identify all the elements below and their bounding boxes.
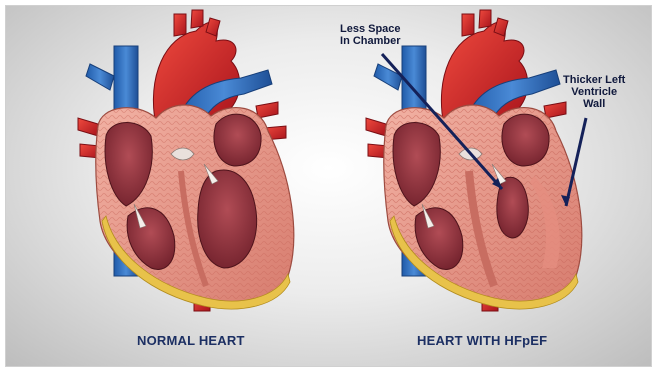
hearts-illustration <box>6 6 651 366</box>
right-left-atrium <box>502 114 549 166</box>
illustration-panel: Less Space In Chamber Thicker Left Ventr… <box>6 6 651 366</box>
chamber-annotation: Less Space In Chamber <box>340 23 401 47</box>
hfpef-heart-caption: HEART WITH HFpEF <box>417 333 547 348</box>
wall-annotation: Thicker Left Ventricle Wall <box>563 74 625 110</box>
hfpef-heart <box>366 10 582 311</box>
chamber-annotation-line2: In Chamber <box>340 35 401 47</box>
wall-annotation-line1: Thicker Left <box>563 74 625 86</box>
normal-heart-caption: NORMAL HEART <box>137 333 245 348</box>
normal-heart <box>78 10 294 311</box>
wall-annotation-line3: Wall <box>563 98 625 110</box>
right-pulmonary-vein <box>374 64 402 90</box>
wall-annotation-line2: Ventricle <box>563 86 625 98</box>
left-left-ventricle <box>198 170 257 268</box>
chamber-annotation-line1: Less Space <box>340 23 401 35</box>
left-pulmonary-vein <box>86 64 114 90</box>
left-left-atrium <box>214 114 261 166</box>
